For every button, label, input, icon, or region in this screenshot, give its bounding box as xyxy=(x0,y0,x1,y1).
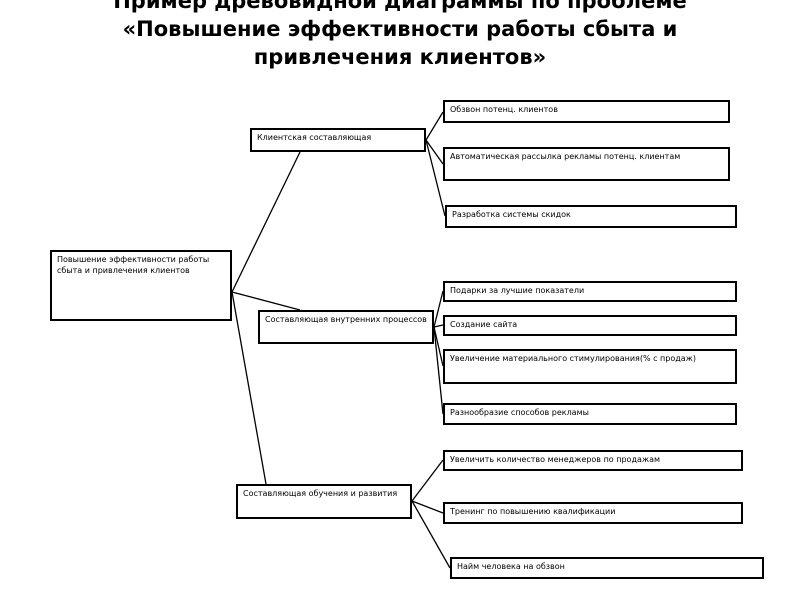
leaf-node-label: Увеличение материального стимулирования(… xyxy=(450,354,697,363)
leaf-node: Создание сайта xyxy=(443,315,737,336)
connector-internal-leaf-5 xyxy=(433,324,444,328)
leaf-node: Увеличение материального стимулирования(… xyxy=(443,349,737,384)
root-node-label: Повышение эффективности работы сбыта и п… xyxy=(57,255,210,275)
connector-learning-leaf-10 xyxy=(411,500,451,569)
leaf-node: Разработка системы скидок xyxy=(445,205,737,228)
leaf-node-label: Тренинг по повышению квалификации xyxy=(450,507,616,516)
connector-internal-leaf-4 xyxy=(433,290,444,328)
title-line-2: «Повышение эффективности работы сбыта и xyxy=(122,17,678,41)
branch-node-internal-processes: Составляющая внутренних процессов xyxy=(258,310,434,344)
leaf-node-label: Разнообразие способов рекламы xyxy=(450,408,589,417)
branch-node-label: Клиентская составляющая xyxy=(257,133,372,142)
connector-root-internal xyxy=(231,291,301,311)
title-line-1: Пример древовидной диаграммы по проблеме xyxy=(113,0,687,13)
root-node: Повышение эффективности работы сбыта и п… xyxy=(50,250,232,321)
leaf-node: Тренинг по повышению квалификации xyxy=(443,502,743,524)
leaf-node-label: Найм человека на обзвон xyxy=(457,562,565,571)
branch-node-label: Составляющая обучения и развития xyxy=(243,489,398,498)
leaf-node-label: Создание сайта xyxy=(450,320,518,329)
connector-internal-leaf-7 xyxy=(433,326,444,415)
leaf-node: Разнообразие способов рекламы xyxy=(443,403,737,425)
branch-node-label: Составляющая внутренних процессов xyxy=(265,315,427,324)
connector-learning-leaf-9 xyxy=(411,500,444,514)
connector-client-leaf-3 xyxy=(425,139,446,217)
branch-node-learning: Составляющая обучения и развития xyxy=(236,484,412,519)
branch-node-client: Клиентская составляющая xyxy=(250,128,426,152)
connector-client-leaf-2 xyxy=(425,139,444,165)
connector-internal-leaf-6 xyxy=(433,326,444,367)
leaf-node: Обзвон потенц. клиентов xyxy=(443,100,730,123)
leaf-node: Подарки за лучшие показатели xyxy=(443,281,737,302)
connector-root-learning xyxy=(231,291,267,485)
leaf-node: Увеличить количество менеджеров по прода… xyxy=(443,450,743,471)
connector-client-leaf-1 xyxy=(425,111,444,141)
leaf-node: Найм человека на обзвон xyxy=(450,557,764,579)
leaf-node: Автоматическая рассылка рекламы потенц. … xyxy=(443,147,730,181)
leaf-node-label: Увеличить количество менеджеров по прода… xyxy=(450,455,661,464)
leaf-node-label: Автоматическая рассылка рекламы потенц. … xyxy=(450,152,681,161)
leaf-node-label: Подарки за лучшие показатели xyxy=(450,286,585,295)
connector-learning-leaf-8 xyxy=(411,459,444,502)
title-line-3: привлечения клиентов» xyxy=(253,45,547,69)
connector-root-client xyxy=(231,151,301,293)
leaf-node-label: Разработка системы скидок xyxy=(452,210,571,219)
leaf-node-label: Обзвон потенц. клиентов xyxy=(450,105,558,114)
